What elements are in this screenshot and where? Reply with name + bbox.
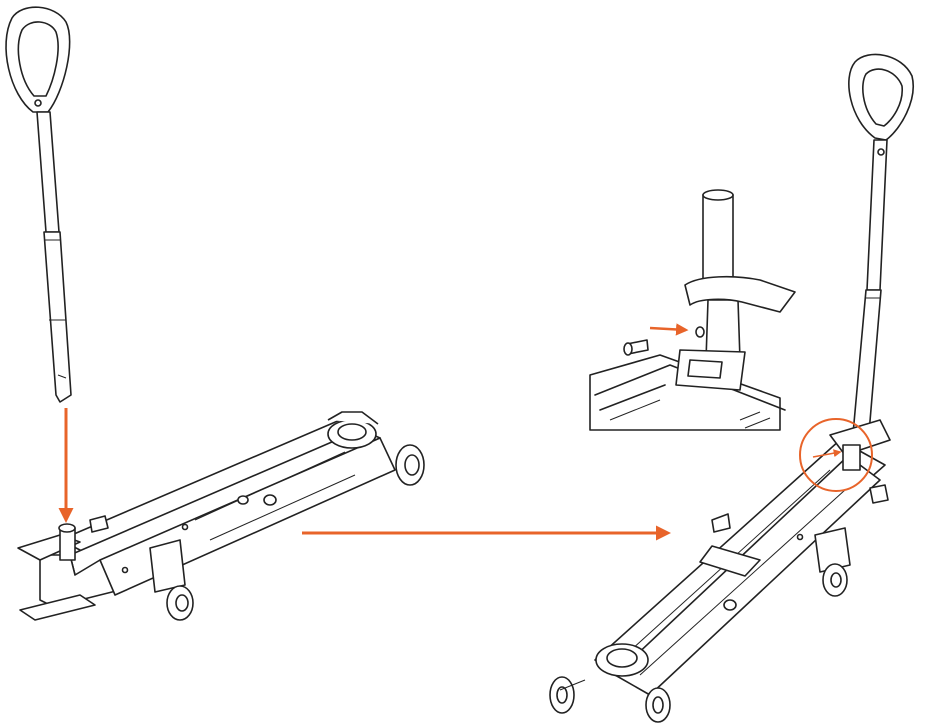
bolt-callout-arrow (812, 449, 842, 458)
loose-handle (5, 6, 72, 403)
bolt-insert-arrow (649, 323, 689, 336)
jack-assembled-right (549, 53, 914, 723)
jack-body-left (17, 411, 425, 621)
step-arrows (58, 323, 873, 541)
detail-callout-circle (799, 418, 873, 492)
magnified-inset (589, 189, 796, 431)
